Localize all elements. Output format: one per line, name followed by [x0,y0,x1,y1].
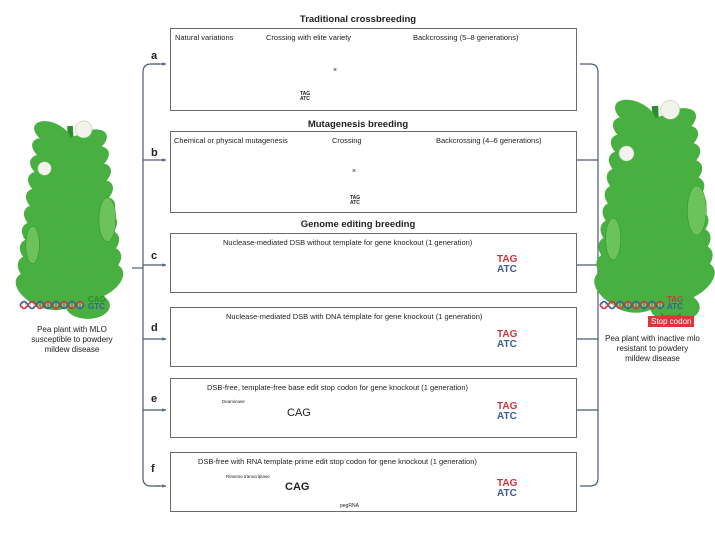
panel-b-step-1: Chemical or physical mutagenesis [174,136,288,145]
panel-b [170,131,577,213]
panel-c-title: Nuclease-mediated DSB without template f… [223,238,473,247]
panel-letter-f: f [151,463,155,475]
leaf [618,194,660,220]
leaf [35,231,74,255]
leaf [620,177,659,201]
panel-f [170,452,577,512]
panel-letter-d: d [151,322,158,334]
section-title-traditional: Traditional crossbreeding [299,14,417,25]
leaf [66,239,106,264]
leaf [42,143,74,162]
pea-pod [98,197,117,242]
left-big-plant [15,120,124,319]
flower [74,120,93,139]
panel-e-enzyme-label: Deaminase [222,399,245,404]
leaf [651,150,688,173]
flower [618,145,635,162]
right-bracket-bottom [580,477,599,487]
leaf [36,213,74,236]
panel-f-guide-label: pegRNA [340,503,359,509]
bracket-arrow-0-head [162,158,166,162]
right-big-plant [594,99,715,323]
panel-f-codon: CAG [285,481,310,493]
panel-b-tag-top: TAG [350,195,361,201]
panel-e-title: DSB-free, template-free base edit stop c… [207,383,468,392]
panel-a-tag-top: TAG [300,91,311,97]
panel-letter-e: e [151,393,158,405]
leaf [34,121,71,147]
panel-b-step-2: Crossing [332,136,362,145]
bracket-arrow-1-head [162,263,166,267]
leaf [624,123,659,145]
panel-a-tag-bottom: ATC [300,96,310,102]
leaf [39,178,74,199]
left-plant-caption: Pea plant with MLO susceptible to powder… [31,325,113,354]
leaf [66,222,104,245]
panel-e [170,378,577,438]
panel-c [170,233,577,293]
dna-strand-red [19,300,85,310]
panel-a-step-1: Natural variations [175,33,234,42]
leaf [66,187,101,208]
leaf [651,185,691,210]
leaf [66,169,100,190]
panel-a-cross: × [333,67,338,74]
bracket-arrow-3-head [162,408,166,412]
bracket-arrow-f-head [162,484,166,488]
panel-b-step-3: Backcrossing (4–6 generations) [436,136,542,145]
dna-strand-red [599,300,665,310]
panel-letter-a: a [151,50,158,62]
panel-a-step-2: Crossing with elite variety [266,33,352,42]
leaf [651,168,689,191]
leaf [651,132,686,154]
leaf [66,204,103,227]
pea-pod [687,185,707,236]
panel-d [170,307,577,367]
bracket-arrow-2-head [162,337,166,341]
leaf [621,159,659,182]
bracket-top-curve [142,63,160,73]
panel-a-step-3: Backcrossing (5–8 generations) [413,33,519,42]
stop-codon-badge: Stop codon [648,316,695,327]
panel-e-codon: CAG [287,407,311,419]
bracket-bottom-curve [142,477,160,487]
section-title-mutagenesis: Mutagenesis breeding [307,119,409,130]
flower [660,100,680,120]
leaf [651,115,685,135]
panel-f-enzyme-label: Reverse transcriptase [226,474,270,479]
leaf [67,134,97,153]
right-plant-dna [599,300,665,310]
panel-letter-b: b [151,147,158,159]
right-plant-caption: Pea plant with inactive mlo resistant to… [605,334,700,363]
leaf [38,196,74,218]
panel-d-title: Nuclease-mediated DSB with DNA template … [226,312,483,321]
bracket-arrow-a-head [162,62,166,66]
left-plant-dna [19,300,85,310]
panel-a [170,28,577,111]
leaf [66,152,98,171]
panel-letter-c: c [151,250,158,262]
pea-pod [25,226,40,264]
panel-b-tag-bottom: ATC [350,200,360,206]
panel-f-title: DSB-free with RNA template prime edit st… [198,457,477,466]
right-bracket-top [580,63,599,73]
panel-b-cross: × [352,168,357,175]
leaf [615,99,656,129]
pea-pod [605,217,622,261]
section-title-genome-editing: Genome editing breeding [300,219,416,230]
flower [37,161,52,176]
